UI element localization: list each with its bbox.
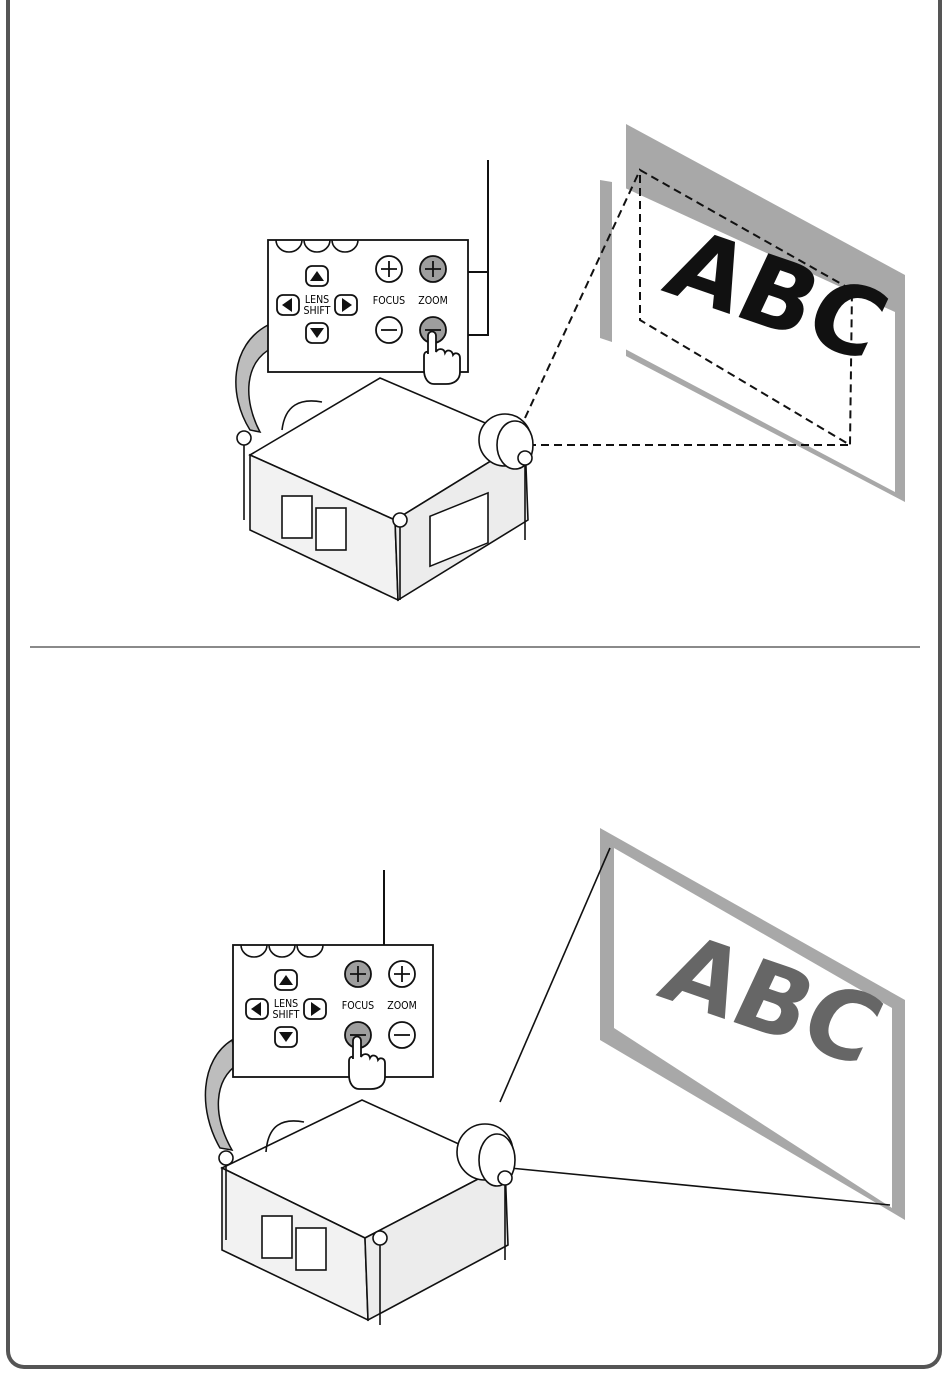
- focus-label: FOCUS: [342, 1000, 374, 1012]
- projector: [237, 378, 533, 600]
- lens-shift-up-button[interactable]: [306, 266, 328, 286]
- lens-shift-up-button[interactable]: [275, 970, 297, 990]
- projection-screen: ABC: [600, 828, 905, 1220]
- focus-plus-button[interactable]: [376, 256, 402, 282]
- zoom-illustration: ABC: [0, 0, 950, 640]
- section-divider: [30, 646, 920, 648]
- zoom-label: ZOOM: [387, 1000, 417, 1012]
- lens-shift-right-button[interactable]: [304, 999, 326, 1019]
- lens-shift-label-line2: SHIFT: [273, 1009, 300, 1021]
- lens-shift-left-button[interactable]: [277, 295, 299, 315]
- zoom-minus-button[interactable]: [389, 1022, 415, 1048]
- zoom-label: ZOOM: [418, 295, 448, 307]
- lens-shift-left-button[interactable]: [246, 999, 268, 1019]
- zoom-illustration-svg: ABC: [0, 0, 950, 640]
- focus-label: FOCUS: [373, 295, 405, 307]
- focus-illustration-svg: ABC: [0, 660, 950, 1360]
- focus-plus-button[interactable]: [345, 961, 371, 987]
- zoom-plus-button[interactable]: [420, 256, 446, 282]
- lens-shift-right-button[interactable]: [335, 295, 357, 315]
- lens-shift-down-button[interactable]: [306, 323, 328, 343]
- lens-shift-down-button[interactable]: [275, 1027, 297, 1047]
- focus-minus-button[interactable]: [376, 317, 402, 343]
- focus-illustration: ABC: [0, 660, 950, 1360]
- projector: [219, 1100, 515, 1325]
- lens-shift-label-line2: SHIFT: [304, 305, 331, 317]
- cable-loop: [236, 325, 272, 432]
- zoom-plus-button[interactable]: [389, 961, 415, 987]
